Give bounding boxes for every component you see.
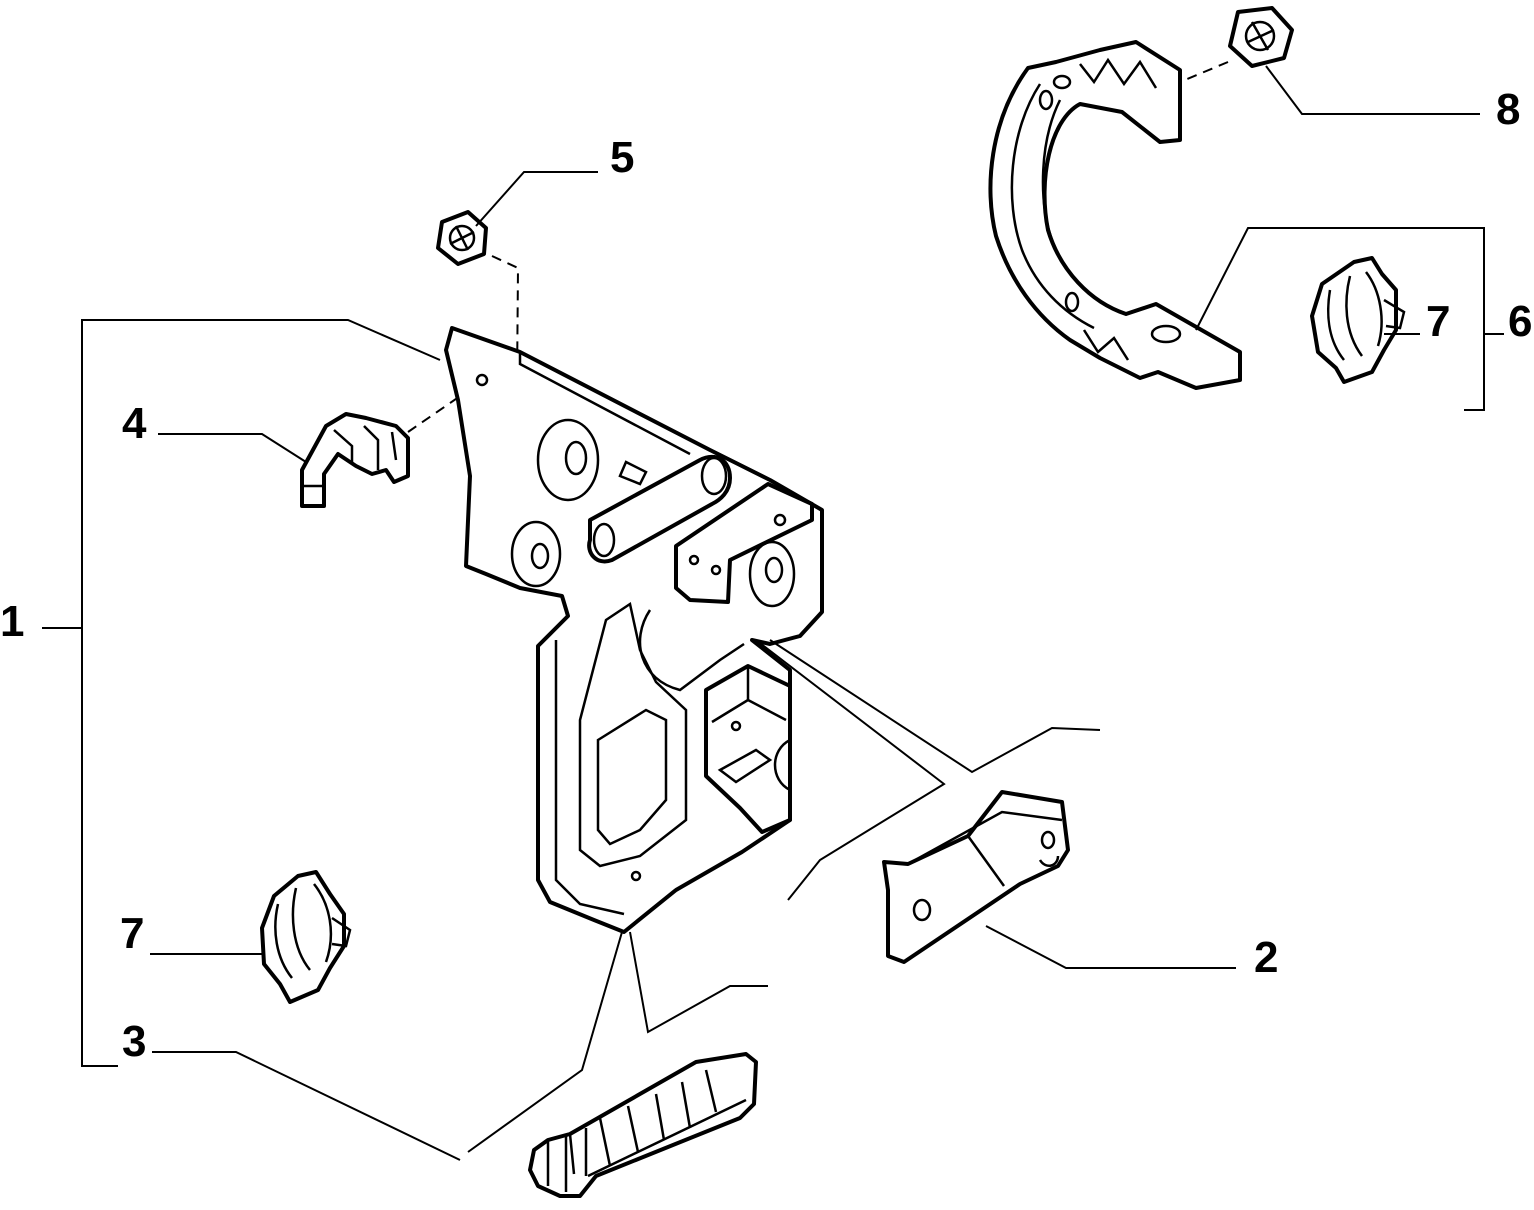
callout-5-leader [475, 171, 598, 227]
part-8-axis [1179, 61, 1229, 83]
callout-7-left: 7 [120, 909, 144, 958]
part-3-long-rail [528, 1052, 758, 1198]
callout-3-leader [152, 1051, 461, 1161]
part-8-hex-nut [1228, 6, 1294, 68]
part-1-main-bracket [444, 326, 824, 934]
callout-1-bracket-line [81, 319, 441, 1067]
part-6-curved-bracket [988, 40, 1242, 390]
callout-6-bracket-line [1195, 227, 1504, 411]
part-7-clip-left [260, 870, 352, 1004]
part-3-link-line [467, 931, 623, 1153]
part-2-link-line-2 [769, 639, 1101, 774]
part-7-clip-right [1310, 256, 1406, 384]
callout-7-right: 7 [1426, 297, 1450, 346]
callout-1: 1 [0, 597, 24, 646]
callout-8: 8 [1496, 85, 1520, 134]
callout-3: 3 [122, 1017, 146, 1066]
callout-6: 6 [1508, 297, 1532, 346]
part-4-small-clip [300, 412, 410, 508]
callout-5: 5 [610, 133, 634, 182]
part-2-small-bracket [882, 790, 1070, 964]
part-3-link-line-2 [629, 931, 768, 1034]
callout-2-leader [985, 925, 1236, 969]
part-2-link-line [755, 639, 946, 901]
callout-2: 2 [1254, 933, 1278, 982]
callout-4: 4 [122, 399, 147, 448]
part-5-hex-nut [436, 210, 488, 266]
callout-4-leader [158, 433, 307, 463]
callout-8-leader [1265, 65, 1480, 115]
